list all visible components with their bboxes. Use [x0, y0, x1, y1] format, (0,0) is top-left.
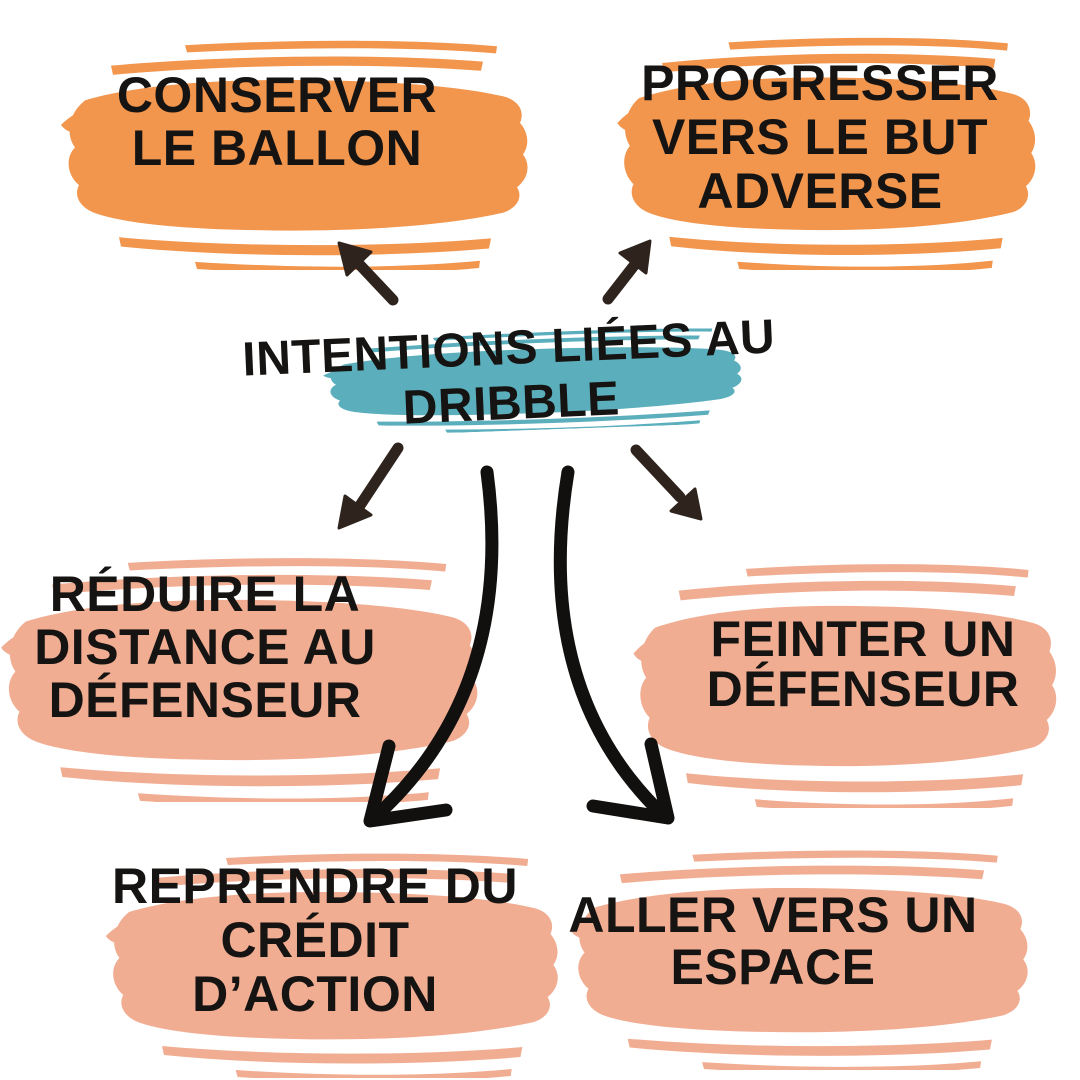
arrow-to-reduire-la-distance-au-defenseur: [337, 442, 404, 530]
node-text-line: REPRENDRE DU: [111, 858, 519, 914]
node-text-line: RÉDUIRE LA: [49, 566, 361, 622]
node-label: RÉDUIRE LA DISTANCE AU DÉFENSEUR: [10, 568, 400, 727]
arrow-to-feinter-un-defenseur: [630, 444, 703, 521]
node-label: REPRENDRE DU CRÉDIT D’ACTION: [102, 859, 528, 1021]
node-text-line: ALLER VERS UN: [568, 887, 978, 943]
node-label: CONSERVER LE BALLON: [57, 69, 497, 175]
node-label: PROGRESSER VERS LE BUT ADVERSE: [585, 56, 1055, 218]
node-text-line: VERS LE BUT: [651, 109, 989, 165]
node-text-line: ADVERSE: [697, 163, 943, 219]
node-aller-vers-un-espace: ALLER VERS UN ESPACE: [565, 845, 1035, 1070]
node-text-line: PROGRESSER: [641, 55, 999, 111]
node-label: ALLER VERS UN ESPACE: [560, 889, 986, 993]
node-text-line: LE BALLON: [131, 120, 423, 176]
node-text-line: CRÉDIT: [220, 912, 410, 968]
node-reduire-la-distance-au-defenseur: RÉDUIRE LA DISTANCE AU DÉFENSEUR: [0, 552, 485, 802]
node-feinter-un-defenseur: FEINTER UN DÉFENSEUR: [628, 558, 1063, 808]
node-label: FEINTER UN DÉFENSEUR: [667, 614, 1059, 714]
node-conserver-le-ballon: CONSERVER LE BALLON: [55, 35, 535, 270]
node-progresser-vers-le-but-adverse: PROGRESSER VERS LE BUT ADVERSE: [612, 32, 1042, 270]
node-center-intentions-liees-au-dribble: INTENTIONS LIÉES AU DRIBBLE: [220, 310, 800, 440]
node-text-line: DISTANCE AU: [34, 619, 376, 675]
node-text-line: ESPACE: [670, 939, 876, 995]
node-reprendre-du-credit-daction: REPRENDRE DU CRÉDIT D’ACTION: [100, 848, 565, 1078]
node-text-line: DÉFENSEUR: [48, 672, 362, 728]
node-text-line: FEINTER UN: [710, 611, 1016, 667]
node-text-line: DÉFENSEUR: [706, 661, 1020, 717]
node-text-line: CONSERVER: [116, 67, 438, 123]
node-text-line: D’ACTION: [192, 966, 438, 1022]
